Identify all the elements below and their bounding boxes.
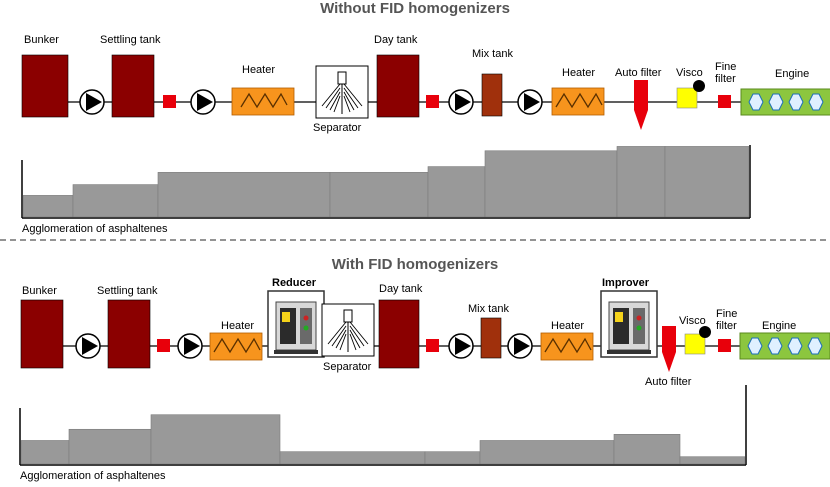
top-agglomeration-bar [427, 166, 486, 218]
top-heater-1 [231, 87, 295, 116]
top-mix-tank [481, 73, 503, 117]
top-agglomeration-bar [329, 172, 429, 218]
top-agglomeration-bar [22, 195, 74, 218]
bottom-label-day-tank: Day tank [379, 283, 423, 295]
top-fine-filter-icon [718, 95, 731, 108]
top-pump-icon [517, 89, 543, 115]
bottom-label-heater-1: Heater [221, 320, 254, 332]
bottom-label-reducer: Reducer [272, 277, 317, 289]
bottom-auto-filter-icon [662, 326, 676, 372]
bottom-improver-unit-icon [600, 290, 658, 358]
top-agglomeration-bars [22, 146, 750, 218]
bottom-agglomeration-bar [68, 428, 152, 465]
top-agglomeration-bar [616, 146, 666, 218]
bottom-label-fine-filter-2: filter [716, 320, 737, 332]
top-agglomeration-bar [72, 184, 159, 218]
top-bunker-tank [21, 54, 69, 118]
bottom-pump-icon [75, 333, 101, 359]
top-visco-sensor-icon [693, 80, 705, 92]
bottom-agglomeration-bar [279, 451, 426, 465]
top-label-heater-2: Heater [562, 67, 595, 79]
bottom-visco-sensor-icon [699, 326, 711, 338]
bottom-day-tank [378, 299, 420, 369]
bottom-mix-tank [480, 317, 502, 359]
bottom-label-engine: Engine [762, 320, 796, 332]
top-label-heater-1: Heater [242, 64, 275, 76]
bottom-label-separator: Separator [323, 361, 372, 373]
top-day-tank [376, 54, 420, 118]
top-label-separator: Separator [313, 122, 362, 134]
bottom-agglomeration-bar [150, 414, 281, 465]
bottom-settling-tank [107, 299, 151, 369]
top-auto-filter-icon [634, 80, 648, 130]
bottom-label-auto-filter: Auto filter [645, 376, 692, 388]
bottom-label-settling-tank: Settling tank [97, 285, 158, 297]
bottom-label-heater-2: Heater [551, 320, 584, 332]
top-pump-icon [79, 89, 105, 115]
top-valve-icon [426, 95, 439, 108]
top-heater-2 [551, 87, 605, 116]
top-agglomeration-bar [484, 150, 618, 218]
top-title: Without FID homogenizers [320, 0, 510, 17]
bottom-pump-icon [448, 333, 474, 359]
bottom-reducer-unit-icon [267, 290, 325, 358]
top-label-fine-filter-1: Fine [715, 61, 736, 73]
bottom-label-mix-tank: Mix tank [468, 303, 509, 315]
bottom-separator-icon [321, 303, 375, 357]
bottom-engine-icon [739, 332, 830, 360]
bottom-heater-2 [540, 332, 594, 361]
top-agglomeration-bar [157, 172, 331, 218]
top-label-auto-filter: Auto filter [615, 67, 662, 79]
bottom-valve-icon [157, 339, 170, 352]
bottom-title: With FID homogenizers [332, 256, 499, 273]
top-label-day-tank: Day tank [374, 34, 418, 46]
top-agglomeration-bar [664, 146, 750, 218]
bottom-label-visco: Visco [679, 315, 706, 327]
top-label-mix-tank: Mix tank [472, 48, 513, 60]
top-pump-icon [448, 89, 474, 115]
top-label-fine-filter-2: filter [715, 73, 736, 85]
bottom-label-improver: Improver [602, 277, 650, 289]
top-separator-icon [315, 65, 369, 119]
top-label-bunker: Bunker [24, 34, 59, 46]
top-visco-icon [676, 87, 698, 109]
top-pump-icon [190, 89, 216, 115]
bottom-label-fine-filter-1: Fine [716, 308, 737, 320]
bottom-valve-icon [426, 339, 439, 352]
bottom-agglomeration-label: Agglomeration of asphaltenes [20, 470, 166, 482]
bottom-agglomeration-bar [424, 451, 481, 465]
bottom-pump-icon [507, 333, 533, 359]
top-engine-icon [740, 88, 830, 116]
bottom-label-bunker: Bunker [22, 285, 57, 297]
bottom-agglomeration-bar [479, 440, 615, 465]
bottom-bunker-tank [20, 299, 64, 369]
bottom-visco-icon [684, 333, 706, 355]
bottom-agglomeration-bar [613, 434, 681, 465]
top-label-settling-tank: Settling tank [100, 34, 161, 46]
top-settling-tank [111, 54, 155, 118]
bottom-agglomeration-bar [20, 440, 70, 465]
top-label-engine: Engine [775, 68, 809, 80]
bottom-heater-1 [209, 332, 263, 361]
top-agglomeration-label: Agglomeration of asphaltenes [22, 223, 168, 235]
top-valve-icon [163, 95, 176, 108]
top-label-visco: Visco [676, 67, 703, 79]
bottom-agglomeration-bar [679, 456, 746, 465]
bottom-pump-icon [177, 333, 203, 359]
bottom-agglomeration-bars [20, 414, 746, 465]
bottom-fine-filter-icon [718, 339, 731, 352]
